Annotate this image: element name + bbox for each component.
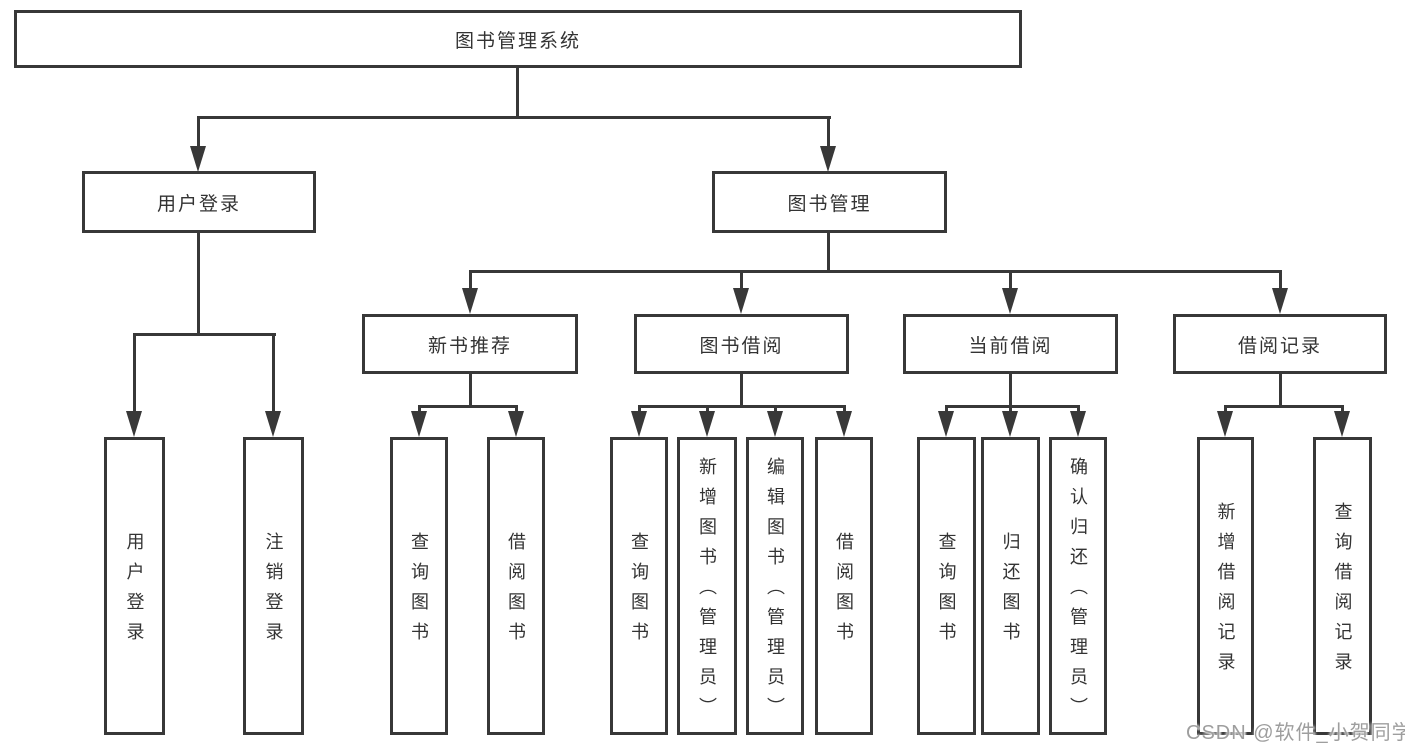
connector-user-login-spread [133,333,276,336]
arrowhead-leaf [1002,411,1018,437]
leaf-current-confirm: 确认归还（管理员） [1049,437,1107,735]
leaf-current-return: 归还图书 [981,437,1040,735]
connector-leaf-drop [1224,405,1227,413]
leaf-user-login: 用户登录 [104,437,165,735]
arrowhead-leaf [631,411,647,437]
arrowhead-leaf [411,411,427,437]
node-book-borrow-label: 图书借阅 [699,335,784,357]
leaf-logout-label: 注销登录 [263,532,284,652]
arrowhead-leaf [1334,411,1350,437]
connector-book-mgmt-drop [827,116,830,148]
connector-level2-drop [469,270,472,290]
arrowhead-leaf [126,411,142,437]
connector-leaf-drop [1341,405,1344,413]
connector-leaf-drop [843,405,846,413]
leaf-borrow-edit-label: 编辑图书（管理员） [765,457,785,727]
connector-leaf-drop [638,405,641,413]
connector-leaf-drop [945,405,948,413]
node-root: 图书管理系统 [14,10,1022,68]
leaf-borrow-add: 新增图书（管理员） [677,437,737,735]
connector-level2-drop [740,270,743,290]
node-book-borrow: 图书借阅 [634,314,849,374]
connector-root-stem [516,68,519,118]
leaf-borrow-query: 查询图书 [610,437,668,735]
connector-level2-drop [1009,270,1012,290]
connector-new-books-stem [469,374,472,408]
leaf-current-confirm-label: 确认归还（管理员） [1068,457,1088,727]
connector-current-borrow-stem [1009,374,1012,408]
node-user-login-label: 用户登录 [156,193,241,215]
node-current-borrow: 当前借阅 [903,314,1118,374]
arrowhead-book-borrow [733,288,749,314]
leaf-records-query-label: 查询借阅记录 [1332,502,1353,682]
csdn-watermark: CSDN @软件_小贺同学 [1186,722,1405,744]
arrowhead-leaf [508,411,524,437]
arrowhead-user-login [190,146,206,172]
leaf-records-add-label: 新增借阅记录 [1215,502,1236,682]
connector-user-login-drop [197,116,200,148]
connector-leaf-drop [418,405,421,413]
leaf-user-login-label: 用户登录 [124,532,145,652]
leaf-borrow-edit: 编辑图书（管理员） [746,437,804,735]
connector-leaf-drop [1009,405,1012,413]
arrowhead-leaf [699,411,715,437]
node-current-borrow-label: 当前借阅 [968,335,1053,357]
arrowhead-book-mgmt [820,146,836,172]
connector-book-mgmt-stem [827,233,830,273]
leaf-borrow-query-label: 查询图书 [629,532,649,652]
leaf-logout: 注销登录 [243,437,304,735]
leaf-records-query: 查询借阅记录 [1313,437,1372,735]
arrowhead-new-books [462,288,478,314]
node-book-mgmt: 图书管理 [712,171,947,233]
node-borrow-records-label: 借阅记录 [1237,335,1322,357]
leaf-newbooks-borrow: 借阅图书 [487,437,545,735]
connector-leaf-drop [774,405,777,413]
connector-borrow-records-spread [1224,405,1344,408]
connector-leaf-drop [272,333,275,413]
arrowhead-borrow-records [1272,288,1288,314]
leaf-newbooks-query-label: 查询图书 [409,532,429,652]
connector-current-borrow-spread [945,405,1080,408]
connector-leaf-drop [515,405,518,413]
connector-borrow-records-stem [1279,374,1282,408]
leaf-newbooks-borrow-label: 借阅图书 [506,532,526,652]
connector-leaf-drop [706,405,709,413]
arrowhead-leaf [836,411,852,437]
connector-book-borrow-stem [740,374,743,408]
connector-trunk-level1 [197,116,831,119]
connector-new-books-spread [418,405,518,408]
arrowhead-current-borrow [1002,288,1018,314]
arrowhead-leaf [1217,411,1233,437]
connector-trunk-level2 [469,270,1282,273]
arrowhead-leaf [1070,411,1086,437]
arrowhead-leaf [938,411,954,437]
leaf-records-add: 新增借阅记录 [1197,437,1254,735]
connector-user-login-stem [197,233,200,335]
connector-leaf-drop [1077,405,1080,413]
leaf-borrow-add-label: 新增图书（管理员） [697,457,717,727]
node-borrow-records: 借阅记录 [1173,314,1387,374]
leaf-borrow-borrow-label: 借阅图书 [834,532,854,652]
connector-book-borrow-spread [638,405,846,408]
connector-leaf-drop [133,333,136,413]
arrowhead-leaf [265,411,281,437]
leaf-current-return-label: 归还图书 [1000,532,1021,652]
node-new-books: 新书推荐 [362,314,578,374]
leaf-current-query: 查询图书 [917,437,976,735]
node-new-books-label: 新书推荐 [427,335,512,357]
leaf-borrow-borrow: 借阅图书 [815,437,873,735]
leaf-newbooks-query: 查询图书 [390,437,448,735]
leaf-current-query-label: 查询图书 [936,532,957,652]
connector-level2-drop [1279,270,1282,290]
node-user-login: 用户登录 [82,171,316,233]
arrowhead-leaf [767,411,783,437]
node-book-mgmt-label: 图书管理 [787,193,872,215]
node-root-label: 图书管理系统 [454,30,581,52]
